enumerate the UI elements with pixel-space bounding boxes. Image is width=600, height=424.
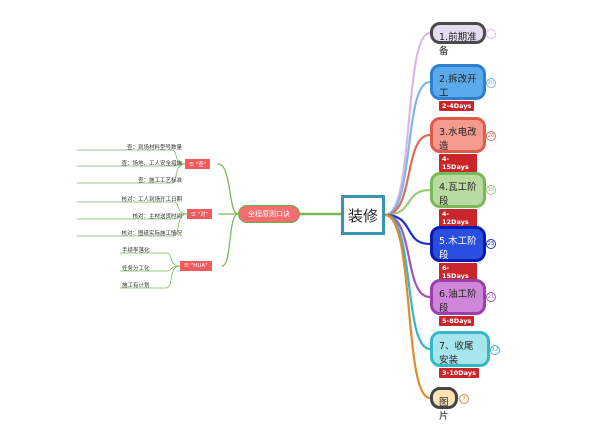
connector-stage-3 bbox=[383, 188, 432, 217]
connector-leaf-1-1 bbox=[76, 213, 188, 220]
stage-plumbing-electric-days: 4-15Days bbox=[439, 154, 477, 172]
count-bubble-finishing[interactable]: 12 bbox=[490, 345, 500, 355]
stage-tiling-days: 4-12Days bbox=[439, 209, 477, 227]
connector-leaf-0-1 bbox=[76, 163, 186, 167]
connector-leaf-0-2 bbox=[76, 163, 186, 184]
leaf-hua-procedures[interactable]: 手续李落化 bbox=[122, 248, 150, 254]
connector-cat-2 bbox=[221, 213, 239, 267]
principle-topic-label: 全程原则口诀 bbox=[248, 210, 290, 218]
stage-tiling-label: 4.瓦工阶段 bbox=[439, 182, 477, 207]
count-bubble-prep[interactable] bbox=[486, 29, 496, 39]
category-verify[interactable]: ☰ "对" bbox=[187, 209, 213, 219]
stage-painting-label: 6.油工阶段 bbox=[439, 289, 477, 314]
stage-pictures[interactable]: 图片 bbox=[430, 387, 458, 422]
connector-stage-2 bbox=[383, 133, 432, 217]
category-verify-label: ☰ "对" bbox=[191, 212, 209, 218]
stage-finishing-label: 7、收尾安装 bbox=[439, 341, 474, 366]
count-bubble-pictures[interactable]: 7 bbox=[459, 394, 469, 404]
connector-leaf-2-2 bbox=[119, 265, 181, 289]
count-bubble-plumbing-electric[interactable]: 26 bbox=[486, 131, 496, 141]
connector-leaf-2-1 bbox=[119, 265, 181, 272]
stage-plumbing-electric[interactable]: 3.水电改造 4-15Days bbox=[430, 117, 486, 172]
central-topic-label: 装修 bbox=[347, 206, 378, 225]
stage-painting-days: 5-8Days bbox=[439, 316, 475, 326]
connector-stage-7 bbox=[383, 213, 432, 400]
stage-pictures-label: 图片 bbox=[439, 397, 449, 422]
stage-painting[interactable]: 6.油工阶段 5-8Days bbox=[430, 279, 486, 326]
count-bubble-painting[interactable]: 21 bbox=[486, 292, 496, 302]
count-bubble-carpentry[interactable]: 25 bbox=[486, 239, 496, 249]
leaf-check-materials[interactable]: 查：到场材料型号数量 bbox=[126, 145, 182, 151]
stage-plumbing-electric-label: 3.水电改造 bbox=[439, 127, 477, 152]
stage-finishing-days: 3-10Days bbox=[439, 368, 479, 378]
connector-stage-6 bbox=[383, 213, 432, 351]
stage-demolition-days: 2-4Days bbox=[439, 101, 475, 111]
stage-carpentry[interactable]: 5.木工阶段 6-15Days bbox=[430, 226, 486, 281]
stage-carpentry-label: 5.木工阶段 bbox=[439, 236, 477, 261]
central-topic[interactable]: 装修 bbox=[341, 195, 385, 235]
leaf-hua-plan[interactable]: 施工有计划 bbox=[122, 283, 150, 289]
stage-prep-label: 1.前期准备 bbox=[439, 32, 477, 57]
category-hua[interactable]: ☰ "HUA" bbox=[180, 261, 212, 271]
leaf-verify-delivery[interactable]: 核对：主材送货时间 bbox=[132, 214, 182, 220]
stage-finishing[interactable]: 7、收尾安装 3-10Days bbox=[430, 331, 490, 378]
connector-stage-4 bbox=[383, 213, 432, 246]
stage-demolition[interactable]: 2.拆改开工 2-4Days bbox=[430, 64, 486, 111]
count-bubble-tiling[interactable]: 15 bbox=[486, 185, 496, 195]
category-check-label: ☰ "查" bbox=[189, 162, 207, 168]
connector-stage-1 bbox=[383, 80, 432, 217]
stage-prep[interactable]: 1.前期准备 bbox=[430, 22, 486, 57]
connector-cat-0 bbox=[217, 163, 239, 215]
category-hua-label: ☰ "HUA" bbox=[184, 263, 208, 269]
connector-stage-0 bbox=[383, 31, 432, 217]
connector-leaf-2-0 bbox=[119, 252, 181, 267]
principle-topic[interactable]: 全程原则口诀 bbox=[238, 205, 300, 223]
stage-tiling[interactable]: 4.瓦工阶段 4-12Days bbox=[430, 172, 486, 227]
category-check[interactable]: ☰ "查" bbox=[185, 159, 211, 169]
stage-demolition-label: 2.拆改开工 bbox=[439, 74, 477, 99]
count-bubble-demolition[interactable]: 20 bbox=[486, 78, 496, 88]
connector-leaf-1-2 bbox=[76, 213, 188, 237]
leaf-verify-start-date[interactable]: 核对：工人到场开工日期 bbox=[121, 197, 182, 203]
connector-leaf-0-0 bbox=[76, 149, 186, 165]
leaf-hua-division[interactable]: 任务分工化 bbox=[122, 266, 150, 272]
leaf-verify-drawings[interactable]: 核对：图纸实际施工情况 bbox=[121, 231, 182, 237]
stage-carpentry-days: 6-15Days bbox=[439, 263, 477, 281]
leaf-check-standards[interactable]: 查：施工工艺标准 bbox=[137, 178, 182, 184]
connector-leaf-1-0 bbox=[76, 201, 188, 215]
leaf-check-safety[interactable]: 查：场地、工人安全措施 bbox=[121, 161, 182, 167]
